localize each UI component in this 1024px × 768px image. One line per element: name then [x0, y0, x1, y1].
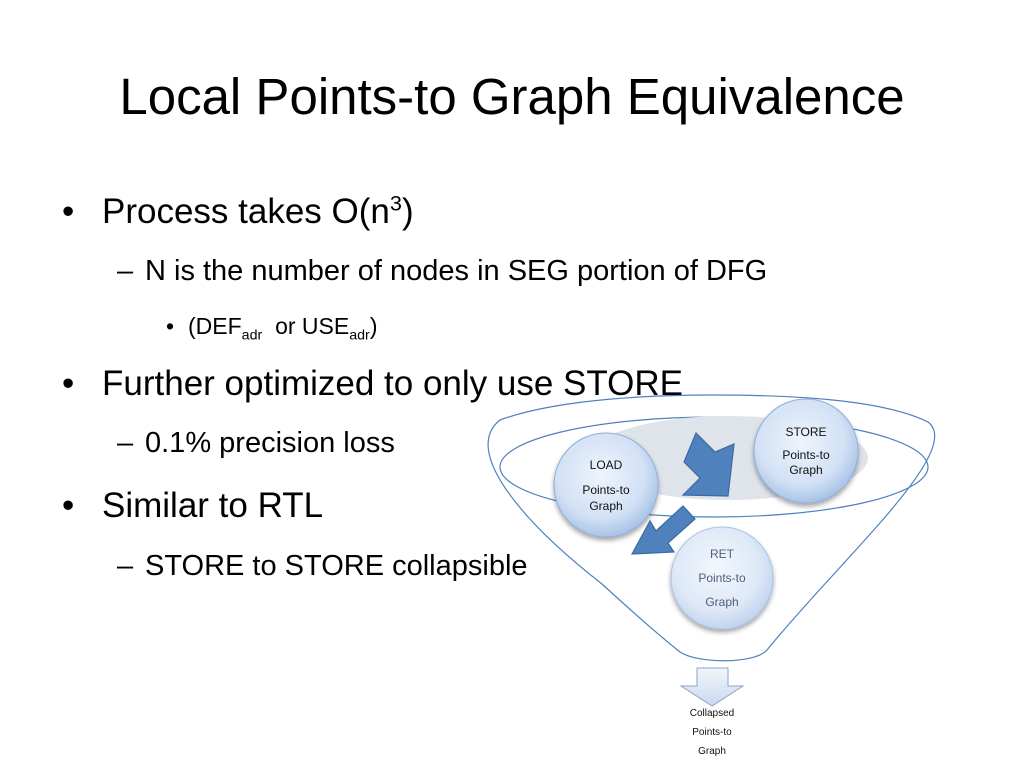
- or-use-text: or USE: [275, 313, 350, 339]
- load-label-line3: Graph: [589, 499, 622, 513]
- store-label-line2: Points-to: [782, 448, 830, 462]
- output-down-arrow-icon: [679, 667, 745, 707]
- load-label: LOAD: [590, 458, 623, 472]
- spout-arrow-icon: [630, 505, 696, 555]
- dash-marker: –: [117, 550, 134, 582]
- ret-label-line2: Points-to: [698, 571, 746, 585]
- ret-label: RET: [710, 547, 735, 561]
- subbullet-n-nodes: –N is the number of nodes in SEG portion…: [117, 255, 767, 288]
- bullet-text: Similar to RTL: [102, 486, 324, 525]
- slide-title: Local Points-to Graph Equivalence: [119, 68, 905, 125]
- subsubbullet-def-use: •(DEFadr or USEadr): [166, 313, 378, 343]
- output-label-line3: Graph: [698, 746, 726, 757]
- ret-node: [670, 526, 774, 630]
- bullet-marker: •: [62, 486, 75, 525]
- store-arrow-icon: [681, 431, 735, 497]
- dash-marker: –: [117, 427, 134, 459]
- bullet-superscript: 3: [389, 190, 402, 216]
- bullet-marker: •: [166, 313, 175, 339]
- def-open-text: (DEF: [188, 313, 242, 339]
- output-label-line2: Points-to: [692, 727, 732, 738]
- bullet-marker: •: [62, 364, 75, 403]
- subbullet-precision-loss: –0.1% precision loss: [117, 427, 395, 460]
- store-label-line3: Graph: [789, 463, 822, 477]
- funnel-outline: [487, 394, 936, 662]
- ret-label-line3: Graph: [705, 595, 738, 609]
- bullet-process-takes: • Process takes O(n3): [62, 192, 414, 232]
- subbullet-text: N is the number of nodes in SEG portion …: [145, 255, 768, 287]
- subbullet-store-collapsible: –STORE to STORE collapsible: [117, 550, 528, 583]
- store-node: [753, 398, 859, 504]
- load-node: [553, 432, 659, 538]
- load-label-line2: Points-to: [582, 483, 630, 497]
- bullet-marker: •: [62, 192, 75, 231]
- subbullet-text: 0.1% precision loss: [145, 427, 395, 459]
- bullet-similar-rtl: • Similar to RTL: [62, 486, 323, 526]
- output-label: Collapsed: [690, 708, 734, 719]
- dash-marker: –: [117, 255, 134, 287]
- bullet-text-close: ): [401, 192, 414, 231]
- adr-subscript: adr: [241, 327, 263, 344]
- subbullet-text: STORE to STORE collapsible: [145, 550, 528, 582]
- bullet-text: Process takes O(n: [102, 192, 390, 231]
- close-paren-text: ): [369, 313, 378, 339]
- adr-subscript: adr: [349, 327, 370, 344]
- bullet-text: Further optimized to only use STORE: [102, 364, 683, 403]
- store-label: STORE: [785, 425, 826, 439]
- bullet-further-optimized: • Further optimized to only use STORE: [62, 364, 683, 404]
